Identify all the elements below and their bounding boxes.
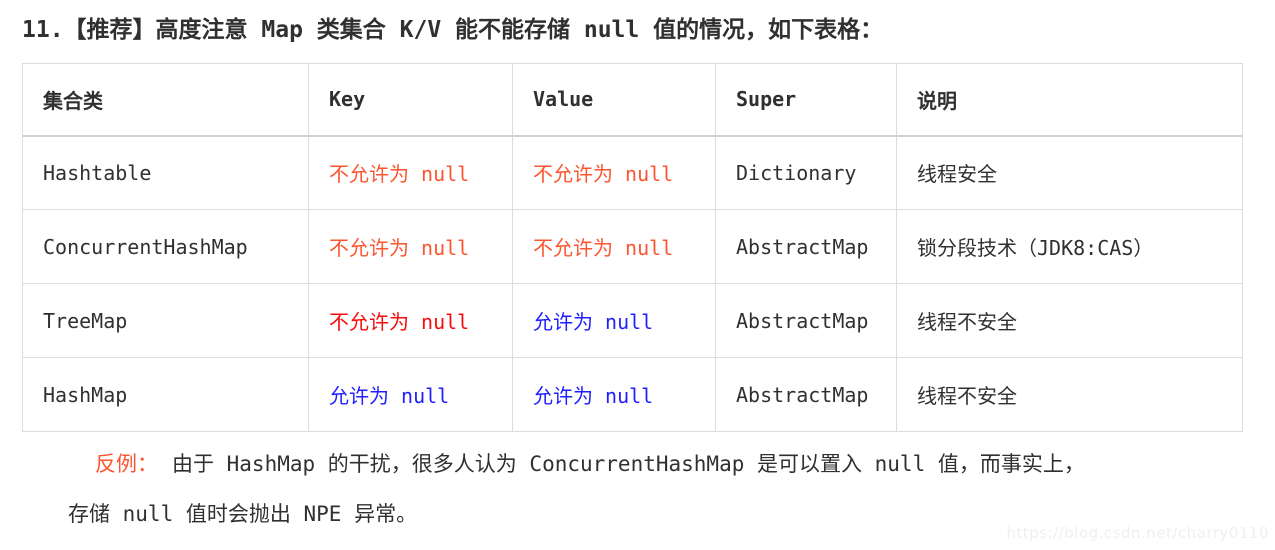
table-cell: Dictionary [715,135,897,210]
table-cell: 线程安全 [896,135,1243,210]
table-cell: AbstractMap [715,357,897,432]
table-cell: 不允许为 null [308,209,513,284]
note-first-line: 反例： 由于 HashMap 的干扰，很多人认为 ConcurrentHashMa… [68,452,1085,476]
note-line1: 由于 HashMap 的干扰，很多人认为 ConcurrentHashMap 是… [172,452,1085,476]
table-cell: HashMap [22,357,309,432]
table-cell: TreeMap [22,283,309,358]
table-header: 集合类 Key Value Super 说明 [22,63,1243,137]
header-cell-description: 说明 [896,63,1243,137]
header-cell-super: Super [715,63,897,137]
table-cell: 允许为 null [512,357,716,432]
table-header-row: 集合类 Key Value Super 说明 [22,63,1243,137]
table-cell: 不允许为 null [308,283,513,358]
table-cell: Hashtable [22,135,309,210]
note-label: 反例： [95,452,158,476]
note-line2: 存储 null 值时会抛出 NPE 异常。 [68,502,418,526]
table-cell: AbstractMap [715,209,897,284]
header-cell-value: Value [512,63,716,137]
table-cell: 允许为 null [308,357,513,432]
header-cell-collection-class: 集合类 [22,63,309,137]
rule-title: 11.【推荐】高度注意 Map 类集合 K/V 能不能存储 null 值的情况，… [22,17,884,43]
table-cell: 不允许为 null [512,135,716,210]
table-cell: 不允许为 null [308,135,513,210]
counter-example-note: 反例： 由于 HashMap 的干扰，很多人认为 ConcurrentHashMa… [68,439,1275,539]
table-cell: 线程不安全 [896,357,1243,432]
table-cell: 允许为 null [512,283,716,358]
table-cell: AbstractMap [715,283,897,358]
table-cell: 锁分段技术（JDK8:CAS） [896,209,1243,284]
watermark-url: https://blog.csdn.net/charry0110 [1006,524,1269,542]
table-cell: 线程不安全 [896,283,1243,358]
header-cell-key: Key [308,63,513,137]
table-cell: 不允许为 null [512,209,716,284]
table-cell: ConcurrentHashMap [22,209,309,284]
